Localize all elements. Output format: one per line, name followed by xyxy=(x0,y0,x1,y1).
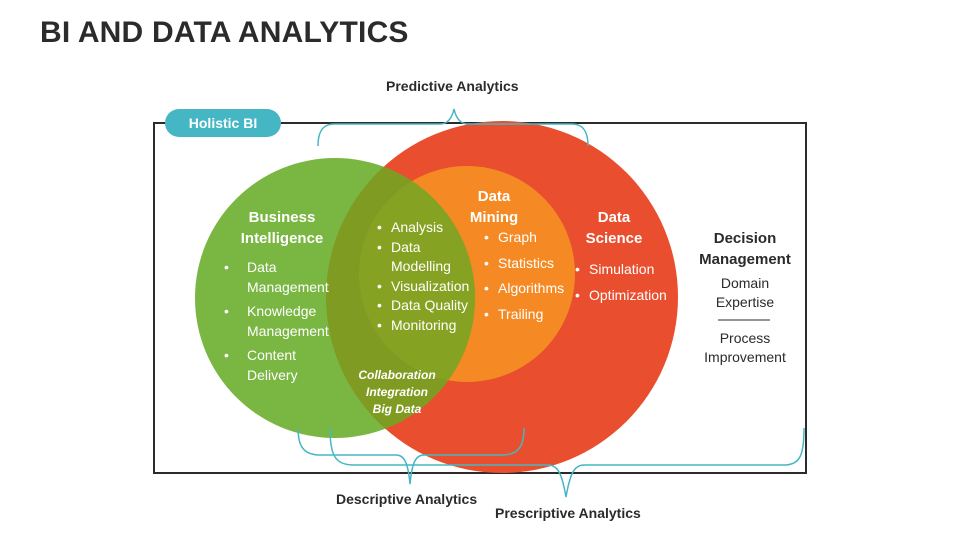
bi-item-line1: Data xyxy=(247,259,277,275)
bi-item-line2: Management xyxy=(247,322,329,339)
data-science-heading: Data Science xyxy=(574,207,654,249)
predictive-analytics-label: Predictive Analytics xyxy=(386,78,519,94)
bi-item-line1: Content xyxy=(247,347,297,363)
domain-expertise-line2: Expertise xyxy=(715,294,775,310)
decision-management-heading-line1: Decision xyxy=(713,230,777,247)
decision-management-heading-line2: Management xyxy=(699,251,791,268)
data-science-item: Optimization xyxy=(575,286,685,306)
collaboration-line: Big Data xyxy=(372,402,422,416)
data-mining-heading-line1: Data xyxy=(477,188,511,205)
decision-management-heading: Decision Management xyxy=(689,228,801,270)
page-title: BI AND DATA ANALYTICS xyxy=(40,16,409,49)
business-intelligence-heading-line1: Business xyxy=(248,209,316,226)
data-science-heading-line1: Data xyxy=(597,209,631,226)
overlap-item: Data xyxy=(377,238,487,258)
business-intelligence-heading: Business Intelligence xyxy=(222,207,342,249)
data-science-item: Simulation xyxy=(575,260,685,280)
process-improvement-line2: Improvement xyxy=(704,349,786,365)
bi-item-line1: Knowledge xyxy=(247,303,317,319)
data-mining-list: Graph Statistics Algorithms Trailing xyxy=(484,228,584,330)
overlap-item-continuation: Modelling xyxy=(391,258,451,274)
collaboration-block: Collaboration Integration Big Data xyxy=(347,367,447,418)
overlap-item: Data Quality xyxy=(377,296,487,316)
process-improvement: Process Improvement xyxy=(689,329,801,367)
overlap-item: Analysis xyxy=(377,218,487,238)
bi-item-line2: Management xyxy=(247,278,329,295)
data-mining-heading: Data Mining xyxy=(454,186,534,228)
decision-management-block: Decision Management Domain Expertise Pro… xyxy=(689,228,801,367)
domain-expertise-line1: Domain xyxy=(720,275,770,291)
collaboration-line: Integration xyxy=(366,385,428,399)
prescriptive-analytics-label: Prescriptive Analytics xyxy=(495,505,641,521)
data-mining-item: Graph xyxy=(484,228,584,248)
descriptive-analytics-brace xyxy=(297,427,525,485)
data-mining-heading-line2: Mining xyxy=(469,209,519,226)
process-improvement-line1: Process xyxy=(719,330,771,346)
data-science-list: Simulation Optimization xyxy=(575,260,685,311)
data-mining-item: Statistics xyxy=(484,254,584,274)
prescriptive-analytics-brace xyxy=(329,427,805,498)
domain-expertise: Domain Expertise xyxy=(689,274,801,312)
collaboration-line: Collaboration xyxy=(358,368,436,382)
overlap-item: Monitoring xyxy=(377,316,487,336)
bi-item-line2: Delivery xyxy=(247,366,298,383)
data-mining-item: Trailing xyxy=(484,305,584,325)
descriptive-analytics-label: Descriptive Analytics xyxy=(336,491,478,507)
predictive-analytics-brace xyxy=(317,108,589,147)
data-mining-item: Algorithms xyxy=(484,279,584,299)
data-science-heading-line2: Science xyxy=(585,230,643,247)
holistic-bi-pill: Holistic BI xyxy=(165,109,281,137)
business-intelligence-heading-line2: Intelligence xyxy=(240,230,324,247)
overlap-list: Analysis Data Modelling Visualization Da… xyxy=(377,218,487,335)
overlap-item: Visualization xyxy=(377,277,487,297)
